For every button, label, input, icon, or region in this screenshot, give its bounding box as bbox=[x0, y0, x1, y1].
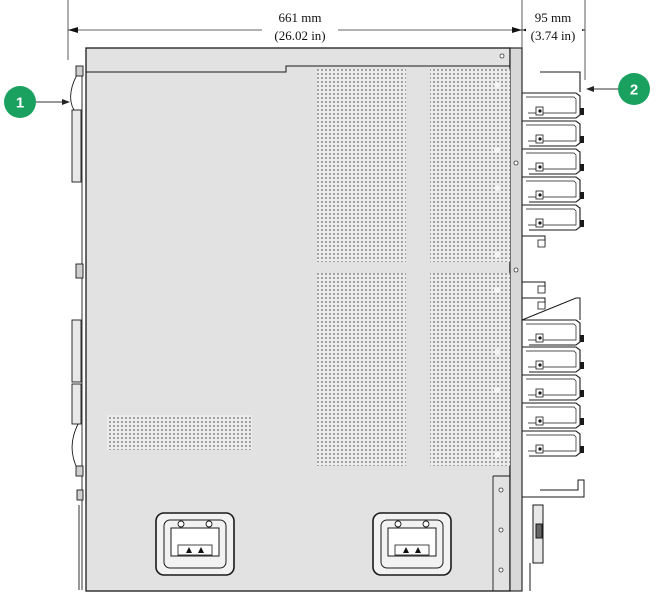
carry-handle-left bbox=[155, 512, 235, 576]
carry-handle-right bbox=[372, 512, 452, 576]
card-ejector-handle bbox=[522, 430, 584, 457]
vent-mesh-lower-left bbox=[317, 273, 406, 466]
warning-icon bbox=[186, 547, 192, 553]
dimension-95-mm-label: 95 mm bbox=[535, 10, 571, 25]
warning-icon bbox=[198, 547, 204, 553]
vent-mesh-upper-left bbox=[317, 69, 406, 262]
card-ejector-handle bbox=[522, 148, 584, 175]
card-ejector-handle bbox=[522, 374, 584, 401]
card-ejector-handles bbox=[521, 71, 584, 457]
left-cable-rail bbox=[70, 65, 84, 590]
card-ejector-handle bbox=[522, 297, 546, 310]
vent-mesh-lower-right bbox=[430, 273, 510, 466]
callout-1-label: 1 bbox=[16, 95, 24, 112]
card-ejector-handle bbox=[522, 235, 546, 248]
warning-icon bbox=[403, 547, 409, 553]
card-ejector-handle bbox=[522, 92, 584, 119]
vent-mesh-group bbox=[107, 69, 510, 466]
callout-1: 1 bbox=[4, 86, 70, 118]
vent-mesh-bottom-left bbox=[107, 415, 252, 450]
vent-mesh-upper-right bbox=[430, 69, 510, 262]
card-ejector-handle bbox=[522, 402, 584, 429]
dimension-95mm: 95 mm (3.74 in) bbox=[522, 0, 586, 80]
card-ejector-handle bbox=[522, 319, 584, 346]
dimension-661mm: 661 mm (26.02 in) bbox=[67, 0, 523, 60]
bottom-right-bracket bbox=[522, 479, 585, 591]
card-ejector-handle bbox=[522, 120, 584, 147]
card-ejector-handle bbox=[521, 297, 581, 321]
card-ejector-handle bbox=[522, 281, 546, 294]
card-ejector-handle bbox=[522, 204, 584, 231]
card-ejector-handle bbox=[540, 71, 581, 92]
callout-2-label: 2 bbox=[630, 82, 638, 99]
card-ejector-handle bbox=[522, 176, 584, 203]
dimension-374-in-label: (3.74 in) bbox=[531, 28, 576, 43]
card-ejector-handle bbox=[522, 346, 584, 373]
callout-2: 2 bbox=[586, 73, 650, 105]
dimension-661-mm-label: 661 mm bbox=[279, 10, 322, 25]
dimension-2602-in-label: (26.02 in) bbox=[274, 28, 325, 43]
warning-icon bbox=[415, 547, 421, 553]
